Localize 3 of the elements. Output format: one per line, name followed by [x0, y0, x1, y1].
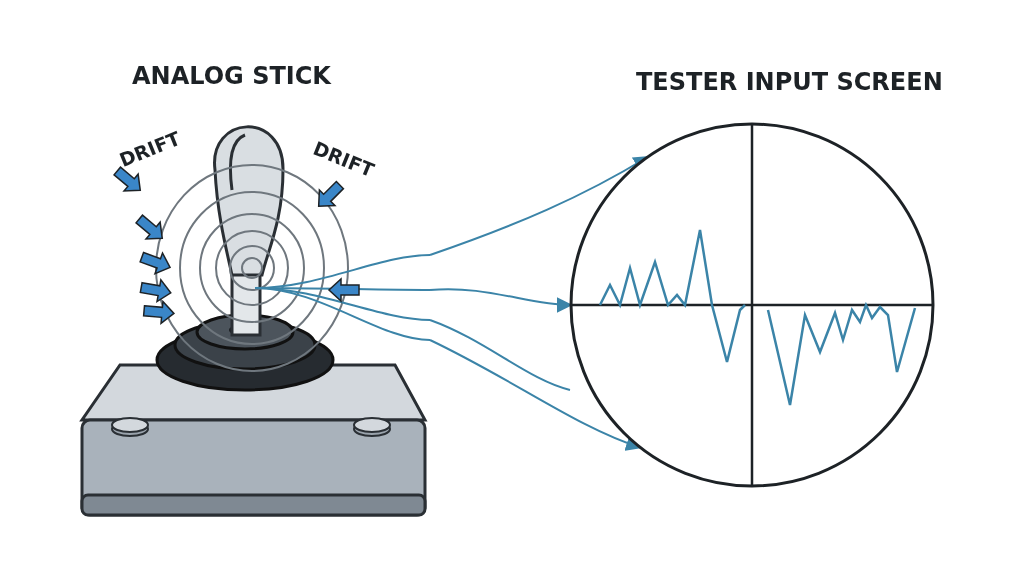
signal-line [429, 319, 571, 391]
heading: TESTER INPUT SCREEN [636, 68, 943, 96]
heading: ANALOG STICK [132, 62, 331, 90]
